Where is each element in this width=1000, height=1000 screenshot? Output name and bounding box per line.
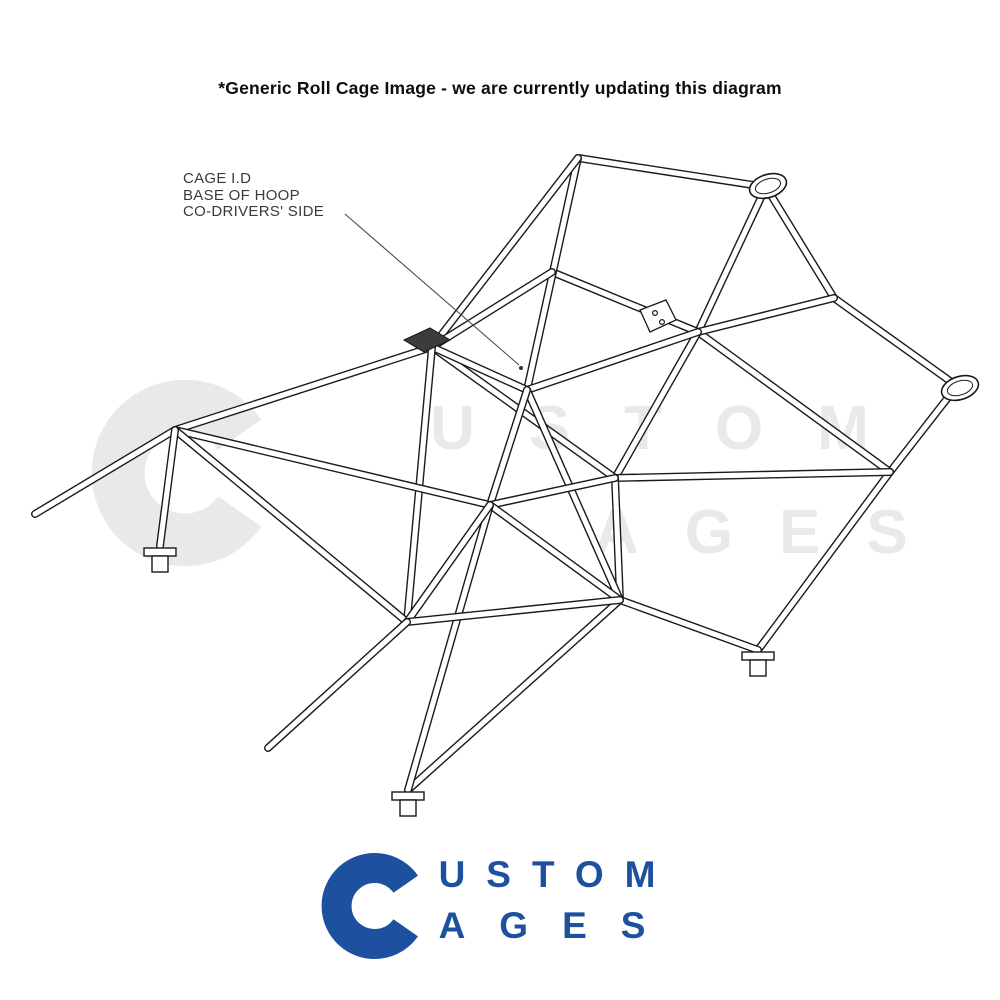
annotation-line-3: CO-DRIVERS' SIDE [183,203,325,220]
watermark-word-ages: AGES [594,498,954,567]
mounting-foot-left [143,547,177,573]
update-notice-text: *Generic Roll Cage Image - we are curren… [218,78,782,98]
annotation-line-1: CAGE I.D [183,170,252,187]
cage-id-annotation: CAGE I.D BASE OF HOOP CO-DRIVERS' SIDE [183,170,325,221]
tube-end-cap-upper [748,172,788,200]
annotation-leader-line [344,213,520,366]
annotation-line-2: BASE OF HOOP [183,186,300,204]
logo-letter-c-icon [321,853,418,959]
logo-words: USTOM AGES [439,852,680,944]
watermark-letter-c-icon [91,379,262,567]
mounting-foot-bottom [391,791,425,817]
joint-gusset [402,327,452,353]
custom-cages-logo: USTOM AGES [321,852,680,960]
mounting-foot-rear [741,651,775,677]
tube-end-cap-right [940,374,980,402]
annotation-leader-dot [519,366,523,370]
logo-word-ustom: USTOM [438,854,677,895]
bolt-plate [639,299,677,333]
logo-word-ages: AGES [438,905,680,946]
